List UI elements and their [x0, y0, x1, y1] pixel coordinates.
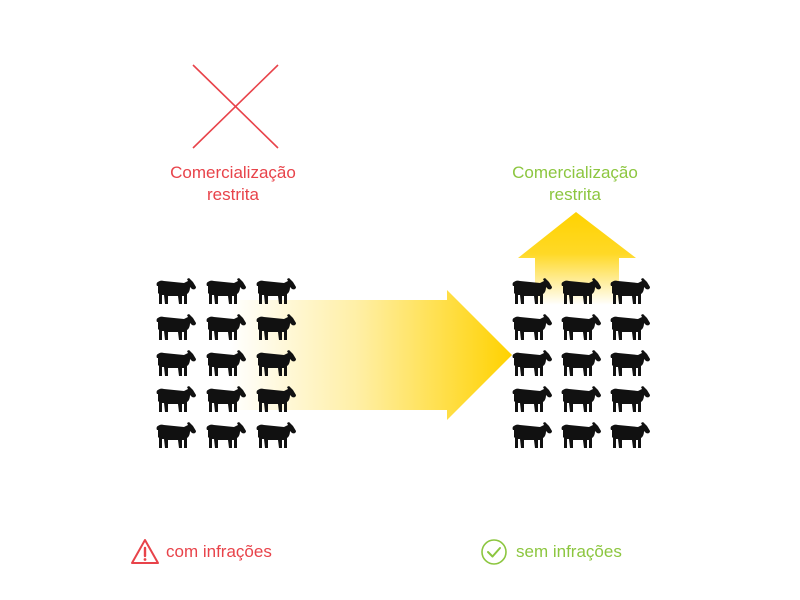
left-cow-icon: [156, 278, 196, 304]
transfer-arrow: [230, 290, 512, 420]
right-caption-line2: restrita: [549, 185, 601, 204]
left-caption: Comercialização restrita: [133, 162, 333, 206]
left-caption-line1: Comercialização: [170, 163, 296, 182]
legend-no-infractions-label: sem infrações: [516, 542, 622, 561]
legend-infractions: com infrações: [130, 538, 272, 566]
right-cow-icon: [512, 422, 552, 448]
right-cow-icon: [512, 314, 552, 340]
legend-infractions-label: com infrações: [166, 542, 272, 561]
warning-icon: [130, 538, 160, 566]
right-caption-line1: Comercialização: [512, 163, 638, 182]
left-cow-icon: [156, 386, 196, 412]
left-cow-icon: [156, 350, 196, 376]
x-mark-icon: [192, 64, 279, 149]
right-cow-icon: [561, 422, 601, 448]
right-cow-icon: [610, 422, 650, 448]
left-caption-line2: restrita: [207, 185, 259, 204]
left-cow-icon: [256, 422, 296, 448]
right-cow-icon: [512, 386, 552, 412]
right-cow-icon: [610, 350, 650, 376]
right-cow-icon: [561, 350, 601, 376]
right-cow-icon: [561, 386, 601, 412]
right-caption: Comercialização restrita: [475, 162, 675, 206]
right-cow-icon: [561, 314, 601, 340]
left-cow-icon: [156, 422, 196, 448]
right-cow-icon: [512, 350, 552, 376]
legend-no-infractions: sem infrações: [480, 538, 622, 566]
right-cow-icon: [610, 386, 650, 412]
left-cow-icon: [156, 314, 196, 340]
right-cow-icon: [610, 314, 650, 340]
check-circle-icon: [480, 538, 510, 566]
left-cow-icon: [206, 422, 246, 448]
